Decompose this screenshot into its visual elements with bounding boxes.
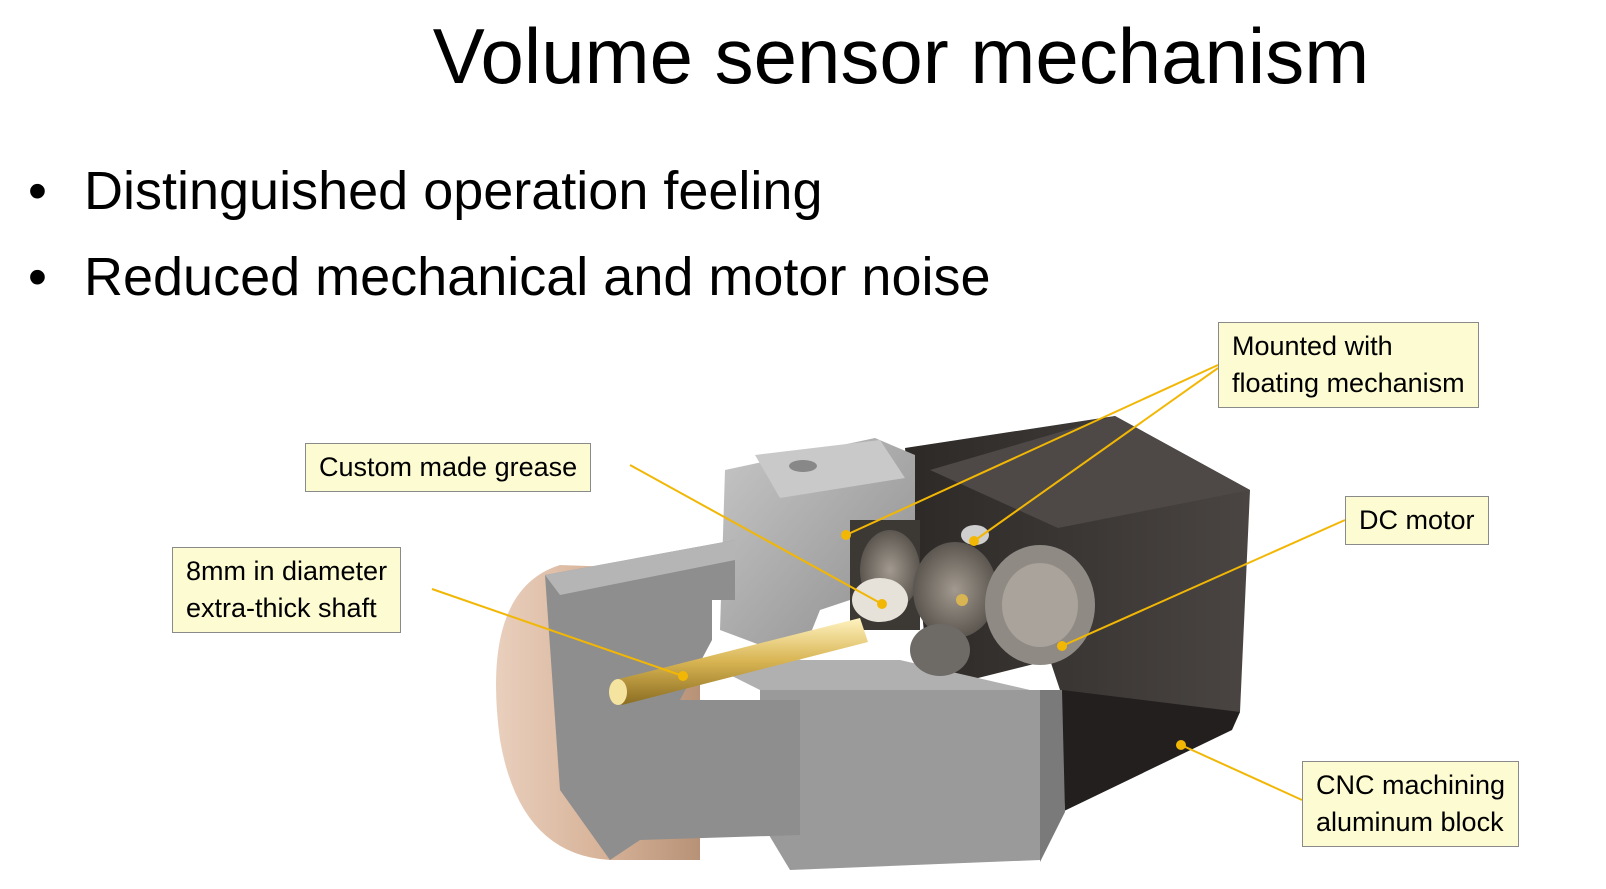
callout-line: CNC machining (1316, 770, 1506, 800)
gear-train (850, 520, 1095, 676)
callout-line: floating mechanism (1232, 368, 1465, 398)
callout-cnc-block: CNC machining aluminum block (1302, 761, 1520, 847)
callout-line: extra-thick shaft (186, 593, 377, 623)
callout-dc-motor: DC motor (1345, 496, 1489, 545)
callout-line: 8mm in diameter (186, 556, 388, 586)
bullet-text: Reduced mechanical and motor noise (84, 247, 991, 307)
callout-line: Custom made grease (319, 452, 578, 482)
callout-line: DC motor (1359, 505, 1475, 535)
leader-dots (678, 530, 1186, 750)
bullet-item: • Distinguished operation feeling (28, 148, 991, 234)
bullet-dot-icon: • (28, 247, 47, 307)
bullet-list: • Distinguished operation feeling • Reduce… (28, 148, 991, 320)
bullet-text: Distinguished operation feeling (84, 161, 823, 221)
leader-lines (431, 364, 1346, 801)
brass-shaft (609, 618, 868, 705)
callout-floating-mechanism: Mounted with floating mechanism (1218, 322, 1479, 408)
bullet-item: • Reduced mechanical and motor noise (28, 234, 991, 320)
callout-shaft: 8mm in diameter extra-thick shaft (172, 547, 402, 633)
bullet-dot-icon: • (28, 161, 47, 221)
aluminum-block (700, 438, 1065, 870)
slide-title: Volume sensor mechanism (432, 12, 1370, 100)
callout-line: aluminum block (1316, 807, 1504, 837)
callout-line: Mounted with (1232, 331, 1393, 361)
callout-custom-grease: Custom made grease (305, 443, 592, 492)
knob-cylinder (496, 540, 800, 860)
